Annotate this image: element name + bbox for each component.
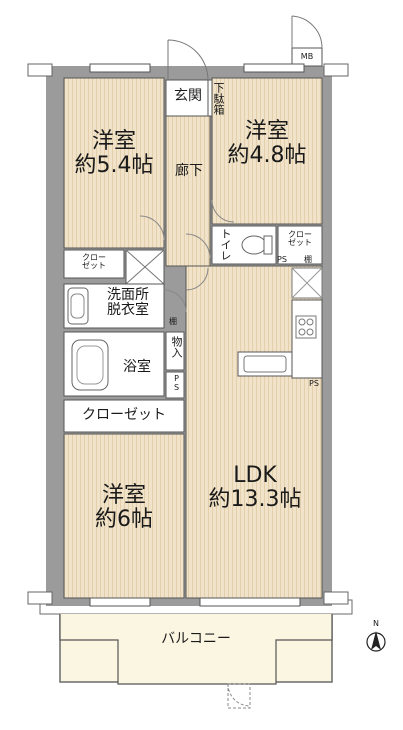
sink-basin [70,293,85,319]
bottom-left-bump [27,591,53,605]
compass-letter: N [373,619,379,628]
shelf-toilet-mark: 棚 [304,255,312,264]
mb-door-swing [291,15,323,49]
room-western-c-label: 洋室 約6帖 [95,483,153,532]
balcony-label: バルコニー [161,631,231,647]
closet-small-right-label: クロー ゼット [288,230,312,248]
mb-mark: MB [300,52,314,61]
burner-4 [306,328,314,336]
closet-small-left-label: クロー ゼット [82,253,106,271]
room-western-b-label: 洋室 約4.8帖 [227,119,307,168]
room-western-a-floor [63,77,165,249]
hallway-floor [165,115,211,267]
entrance-label: 玄関 [174,88,202,104]
balcony-door [227,683,251,709]
shoebox-label: 下駄箱 [212,82,225,115]
toilet-label: トイレ [219,228,232,261]
mb-box [291,47,323,67]
kitchen-sink [243,355,287,373]
bathroom-label: 浴室 [123,359,151,375]
shelf-washroom-mark: 棚 [169,317,177,326]
top-left-bump [27,63,53,77]
ps-bath-mark: PS [172,374,181,392]
toilet-tank [263,235,273,255]
kitchen-shaft-x2 [291,267,323,299]
balcony-outline [59,614,333,685]
storage-label: 物入 [170,336,183,358]
ps-toilet-mark: PS [277,255,287,264]
burner-3 [298,328,306,336]
room-western-b-floor [211,77,323,225]
closet-large-floor [63,399,185,433]
window-marks [89,63,305,607]
room-western-a-label: 洋室 約5.4帖 [74,129,154,178]
ps-kitchen-mark: PS [309,379,319,388]
closet-left-floor [63,249,125,279]
ldk-label: LDK 約13.3帖 [208,463,302,512]
ps-bath-floor [165,371,185,399]
closet-right-floor [277,225,323,265]
closet-large-label: クローゼット [82,407,166,423]
top-right-bump [323,63,349,77]
toilet-bowl [241,235,267,255]
room-western-c-floor [63,433,185,599]
burner-2 [306,318,314,326]
bathtub-inner [76,345,104,385]
interior-door-swings [139,199,235,313]
bottom-right-bump [323,591,349,605]
burner-1 [298,318,306,326]
balcony-door-swing [227,683,251,707]
front-door-swing [167,39,209,81]
hallway-label: 廊下 [175,163,203,179]
storage-floor [165,331,185,371]
washroom-label: 洗面所 脱衣室 [107,287,149,319]
compass-icon [366,631,386,652]
stove [295,315,317,339]
shaft-left-x2 [125,249,165,285]
kitchen-counter-side [291,299,323,379]
entrance-floor [165,79,209,117]
